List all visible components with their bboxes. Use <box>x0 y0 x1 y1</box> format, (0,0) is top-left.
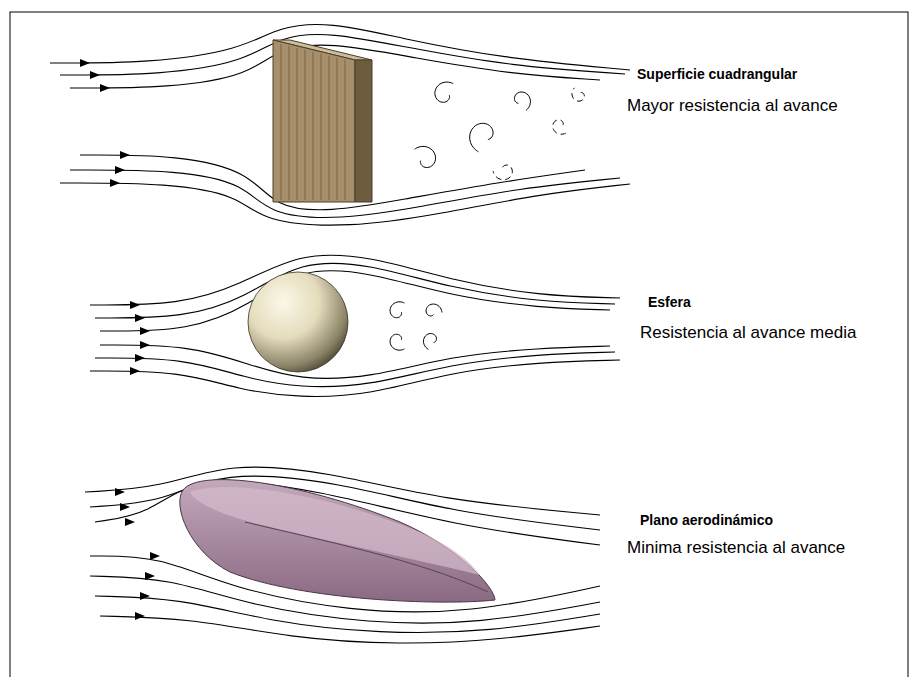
streamline <box>100 345 610 378</box>
sphere-wake <box>390 302 442 350</box>
sphere-streamlines <box>90 255 620 396</box>
plate-texture <box>336 58 338 200</box>
flow-arrow <box>135 314 145 322</box>
flow-arrow <box>100 84 110 92</box>
streamline <box>95 263 615 318</box>
vortex <box>514 92 530 110</box>
flow-arrow <box>135 612 145 620</box>
flow-arrow <box>140 341 150 349</box>
airfoil-streamlines <box>85 467 600 643</box>
flow-arrow <box>115 166 125 174</box>
vortex <box>435 82 453 102</box>
flow-arrow <box>130 367 140 375</box>
streamline <box>95 352 615 387</box>
vortex <box>390 334 404 350</box>
flow-arrow <box>135 354 145 362</box>
shape-title: Esfera <box>648 294 691 312</box>
plate-texture <box>296 48 298 200</box>
vortex <box>390 302 404 318</box>
flow-arrow <box>110 179 120 187</box>
shape-title: Superficie cuadrangular <box>637 66 797 84</box>
vortex <box>553 120 566 134</box>
plate-texture <box>304 50 306 200</box>
flow-arrow <box>150 552 160 560</box>
vortex <box>426 304 442 316</box>
flow-arrow <box>80 59 90 67</box>
drag-note: Minima resistencia al avance <box>627 537 862 558</box>
flow-arrow <box>140 592 150 600</box>
airfoil <box>180 480 495 603</box>
flow-arrow <box>125 518 135 526</box>
plate-texture <box>280 44 282 200</box>
sphere <box>248 272 348 372</box>
plate-wake <box>415 82 585 180</box>
streamline <box>100 271 610 331</box>
shape-title: Plano aerodinámico <box>640 512 773 530</box>
drag-note: Resistencia al avance media <box>640 322 875 343</box>
flow-arrow <box>120 151 130 159</box>
frame <box>10 12 908 677</box>
vortex <box>572 88 584 101</box>
streamline <box>90 360 620 396</box>
plate-texture <box>288 46 290 200</box>
flow-arrow <box>145 572 155 580</box>
streamline <box>100 616 600 643</box>
streamline <box>90 255 620 305</box>
vortex <box>415 146 436 167</box>
plate-streamlines <box>50 24 630 225</box>
drag-note: Mayor resistencia al avance <box>627 95 852 116</box>
flow-arrow <box>140 327 150 335</box>
vortex <box>423 334 436 350</box>
flow-arrow <box>115 488 125 496</box>
square-plate <box>273 40 372 202</box>
streamline <box>95 596 600 633</box>
plate-texture <box>344 60 346 200</box>
vortex <box>470 123 493 151</box>
plate-texture <box>328 56 330 200</box>
vortex <box>493 165 512 180</box>
plate-texture <box>312 52 314 200</box>
flow-arrow <box>130 301 140 309</box>
flow-arrow <box>120 503 130 511</box>
plate-texture <box>320 54 322 200</box>
flow-arrow <box>90 71 100 79</box>
